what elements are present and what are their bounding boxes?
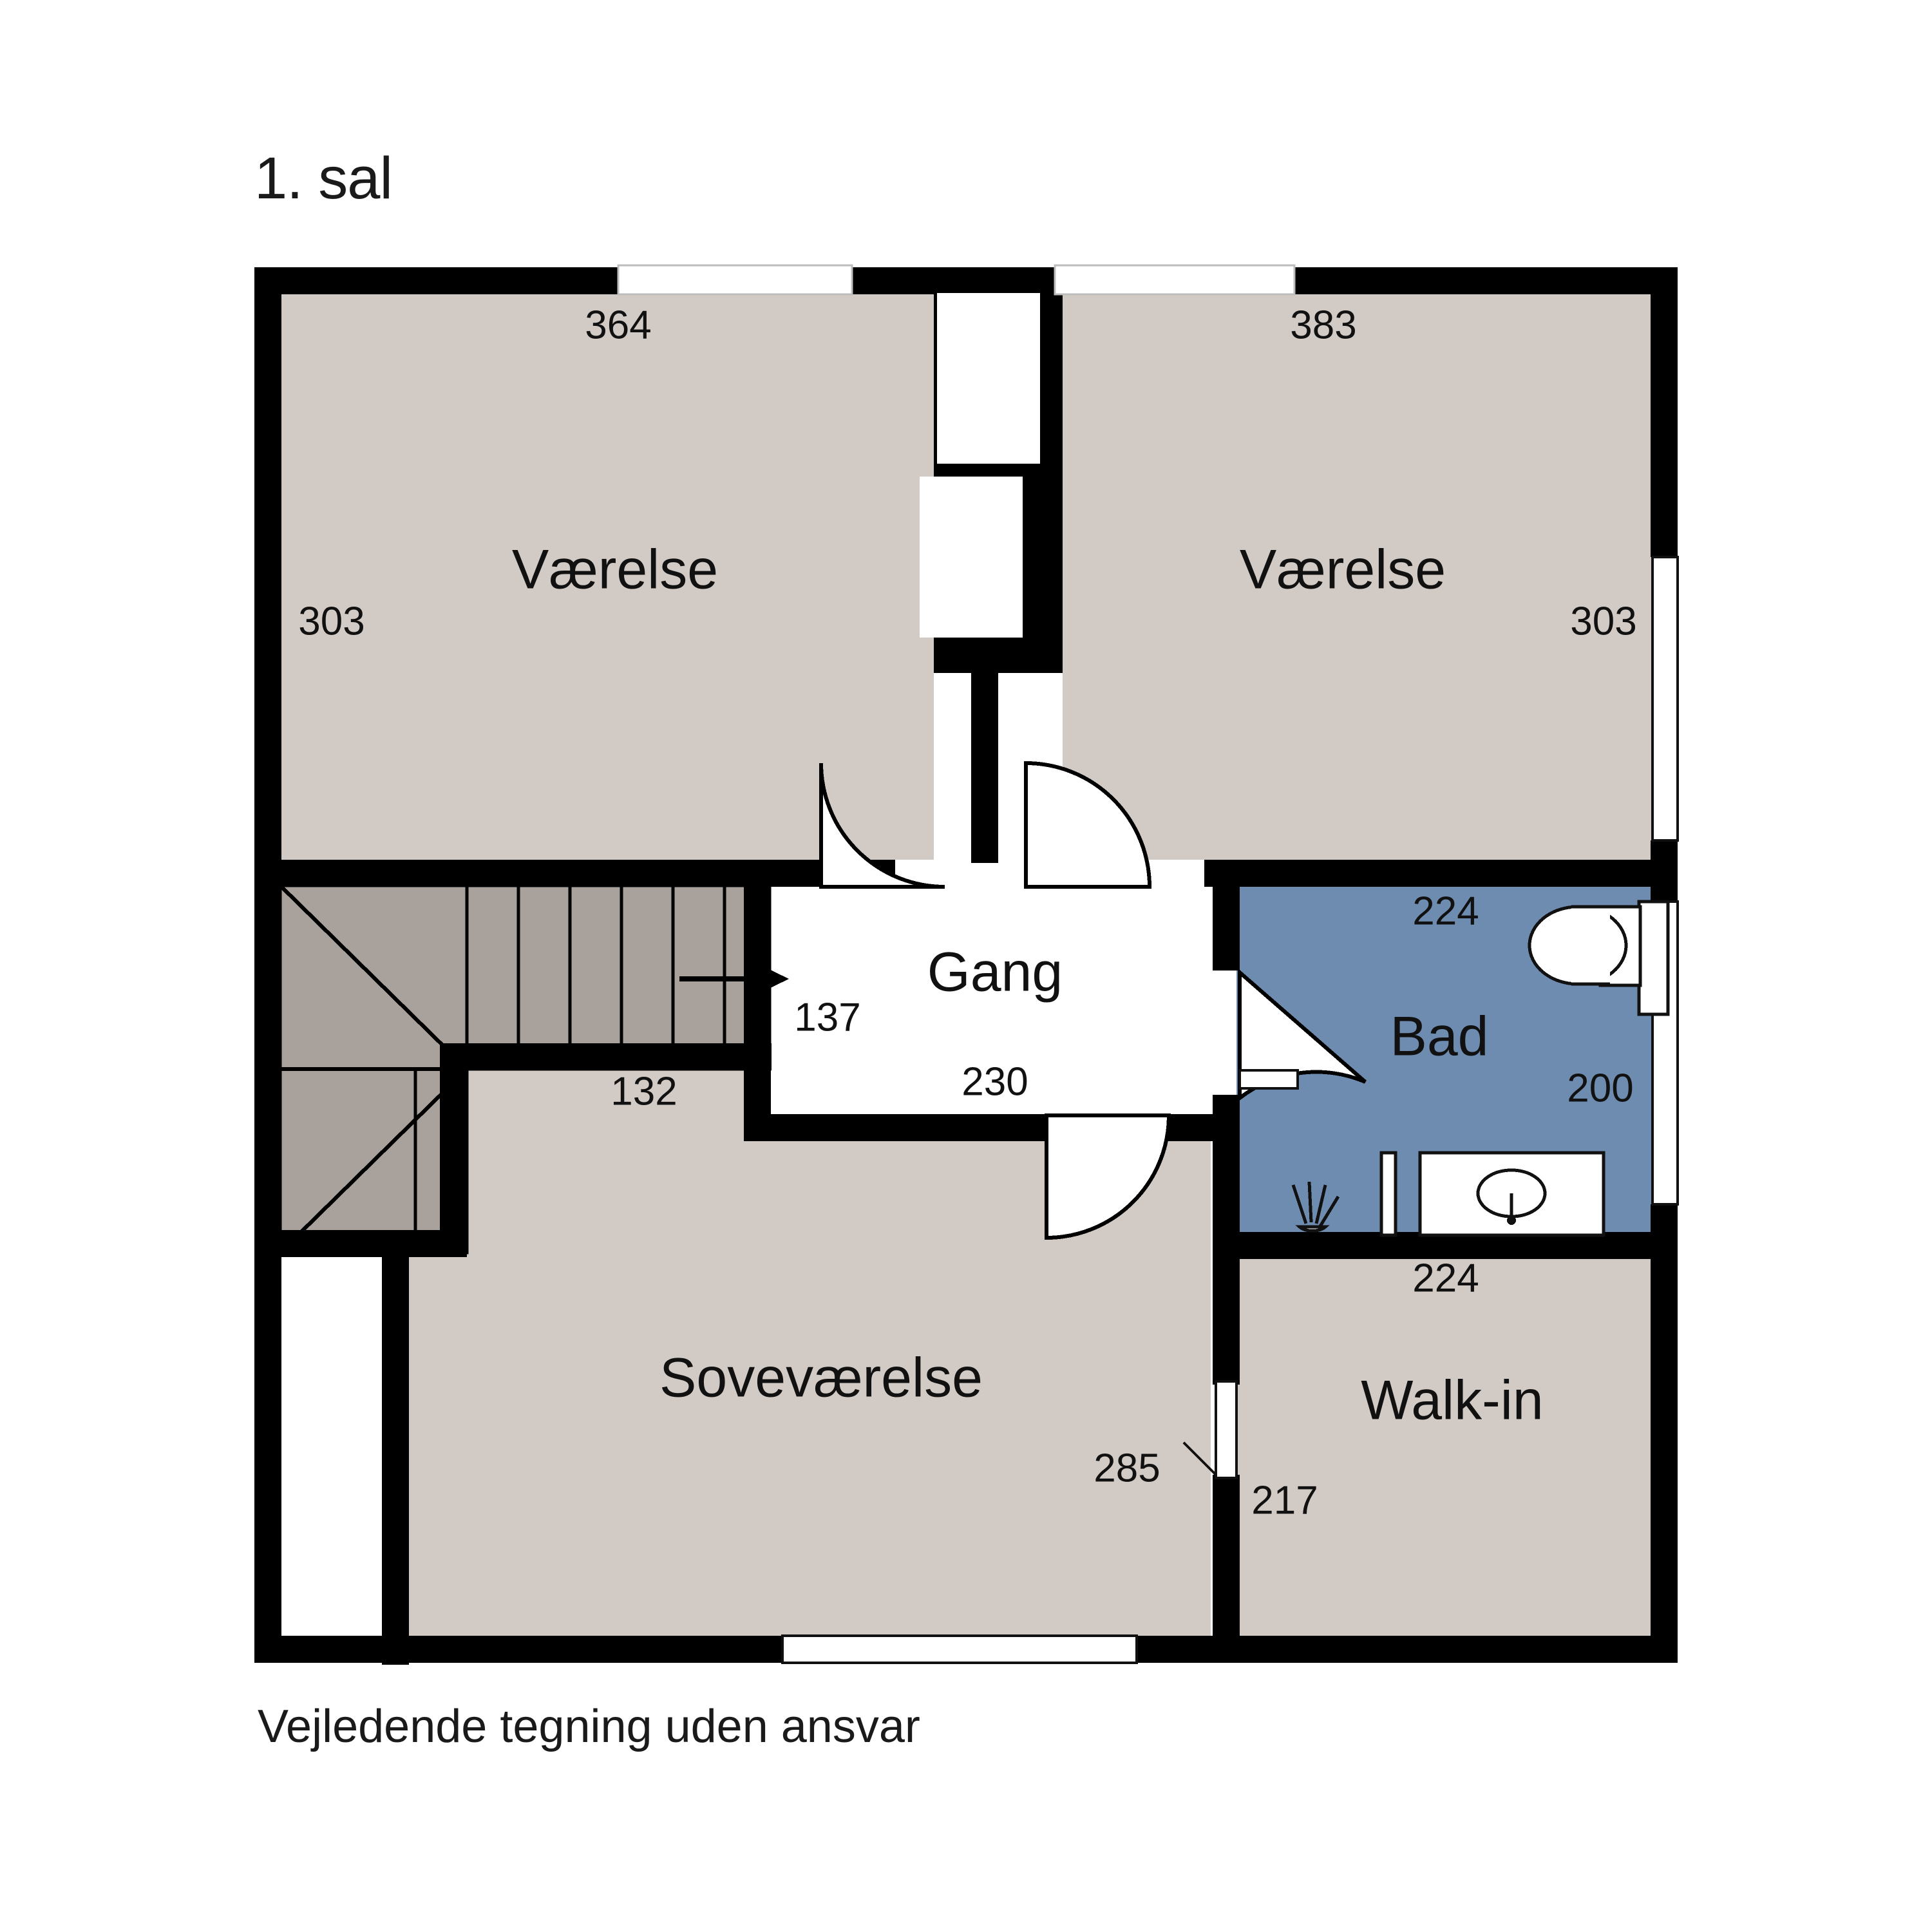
shower-head-icon: [1291, 1181, 1340, 1233]
sink-vanity-icon: [1379, 1151, 1605, 1237]
top-left-window: [617, 264, 853, 296]
room-fill-vaerelse-right: [1063, 293, 1678, 860]
sovevaerelse-door: [1045, 1113, 1171, 1240]
windows: [617, 264, 1679, 1664]
vaerelse-left-door: [819, 762, 945, 889]
vaerelse-right-door: [1024, 761, 1152, 889]
walls: [254, 267, 1678, 1665]
room-fill-gang: [770, 886, 1214, 1140]
bad-door: [1238, 968, 1367, 1103]
bathroom-fixtures: [1238, 900, 1670, 1237]
right-window: [1651, 556, 1679, 842]
page-title: 1. sal: [254, 146, 393, 211]
disclaimer-text: Vejledende tegning uden ansvar: [258, 1701, 920, 1752]
bottom-window: [781, 1634, 1138, 1664]
toilet-icon: [1528, 900, 1670, 1016]
top-right-window: [1054, 264, 1296, 296]
chimney-shaft: [920, 293, 1040, 638]
room-fill-walkin: [1236, 1259, 1678, 1662]
room-fill-vaerelse-left: [280, 293, 934, 860]
doors: [819, 761, 1367, 1240]
walkin-sliding-door: [1182, 1380, 1238, 1479]
winder-staircase: [278, 884, 789, 1255]
radiator-icon: [1238, 1069, 1299, 1090]
